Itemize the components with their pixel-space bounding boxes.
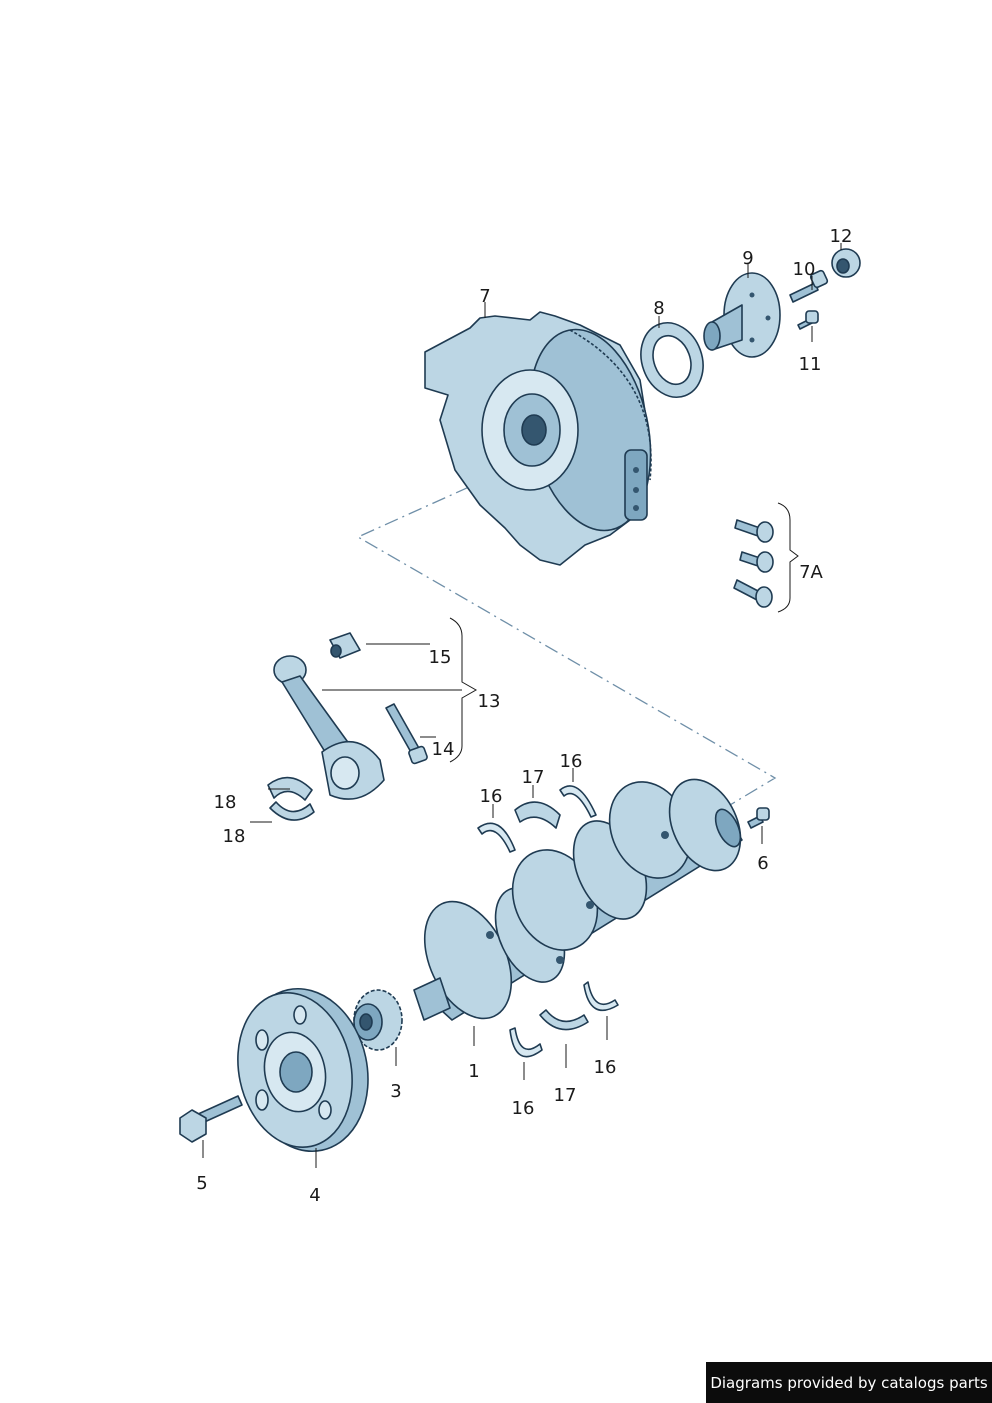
part-thrust-washers-upper bbox=[477, 785, 597, 853]
part-bush-12 bbox=[831, 248, 861, 278]
label-part-11: 11 bbox=[799, 354, 822, 375]
label-part-7: 7 bbox=[479, 286, 490, 307]
part-rod-bolt bbox=[385, 703, 428, 765]
label-part-10: 10 bbox=[793, 259, 816, 280]
part-connecting-rod bbox=[273, 655, 385, 800]
part-thrust-washers-lower bbox=[509, 981, 619, 1058]
label-part-1: 1 bbox=[468, 1061, 479, 1082]
label-part-12: 12 bbox=[830, 226, 853, 247]
label-part-13: 13 bbox=[478, 691, 501, 712]
part-plug-6 bbox=[747, 807, 770, 829]
bracket-13 bbox=[449, 617, 478, 763]
footer-credit: Diagrams provided by catalogs parts bbox=[706, 1362, 992, 1403]
part-gasket bbox=[640, 322, 704, 398]
label-part-7a: 7A bbox=[799, 562, 823, 583]
label-part-17-lower: 17 bbox=[554, 1085, 577, 1106]
label-part-3: 3 bbox=[390, 1081, 401, 1102]
label-part-16-upper-right: 16 bbox=[560, 751, 583, 772]
leader-lines bbox=[202, 243, 842, 1168]
label-part-5: 5 bbox=[196, 1173, 207, 1194]
label-part-16-lower-right: 16 bbox=[594, 1057, 617, 1078]
part-vibration-damper bbox=[237, 987, 369, 1153]
label-part-4: 4 bbox=[309, 1185, 320, 1206]
part-bolt-10 bbox=[789, 269, 829, 303]
label-part-18-lower: 18 bbox=[223, 826, 246, 847]
part-sprocket bbox=[353, 989, 403, 1051]
label-part-14: 14 bbox=[432, 739, 455, 760]
label-part-8: 8 bbox=[653, 298, 664, 319]
part-bolt-11 bbox=[797, 310, 819, 330]
part-crankshaft bbox=[413, 778, 743, 1021]
part-small-end-bush bbox=[329, 632, 361, 659]
part-bolt-set-7a bbox=[733, 519, 774, 608]
center-axis-line bbox=[356, 454, 777, 806]
label-part-16-upper-left: 16 bbox=[480, 786, 503, 807]
part-rod-bearing-shells bbox=[267, 776, 315, 821]
part-bearing-flange bbox=[703, 272, 781, 358]
bracket-7a bbox=[777, 502, 799, 613]
label-part-18-upper: 18 bbox=[214, 792, 237, 813]
label-part-17-upper: 17 bbox=[522, 767, 545, 788]
label-part-9: 9 bbox=[742, 248, 753, 269]
label-part-6: 6 bbox=[757, 853, 768, 874]
label-part-15: 15 bbox=[429, 647, 452, 668]
label-part-16-lower-left: 16 bbox=[512, 1098, 535, 1119]
part-damper-bolt bbox=[179, 1095, 243, 1143]
part-flywheel-plate bbox=[424, 311, 652, 566]
